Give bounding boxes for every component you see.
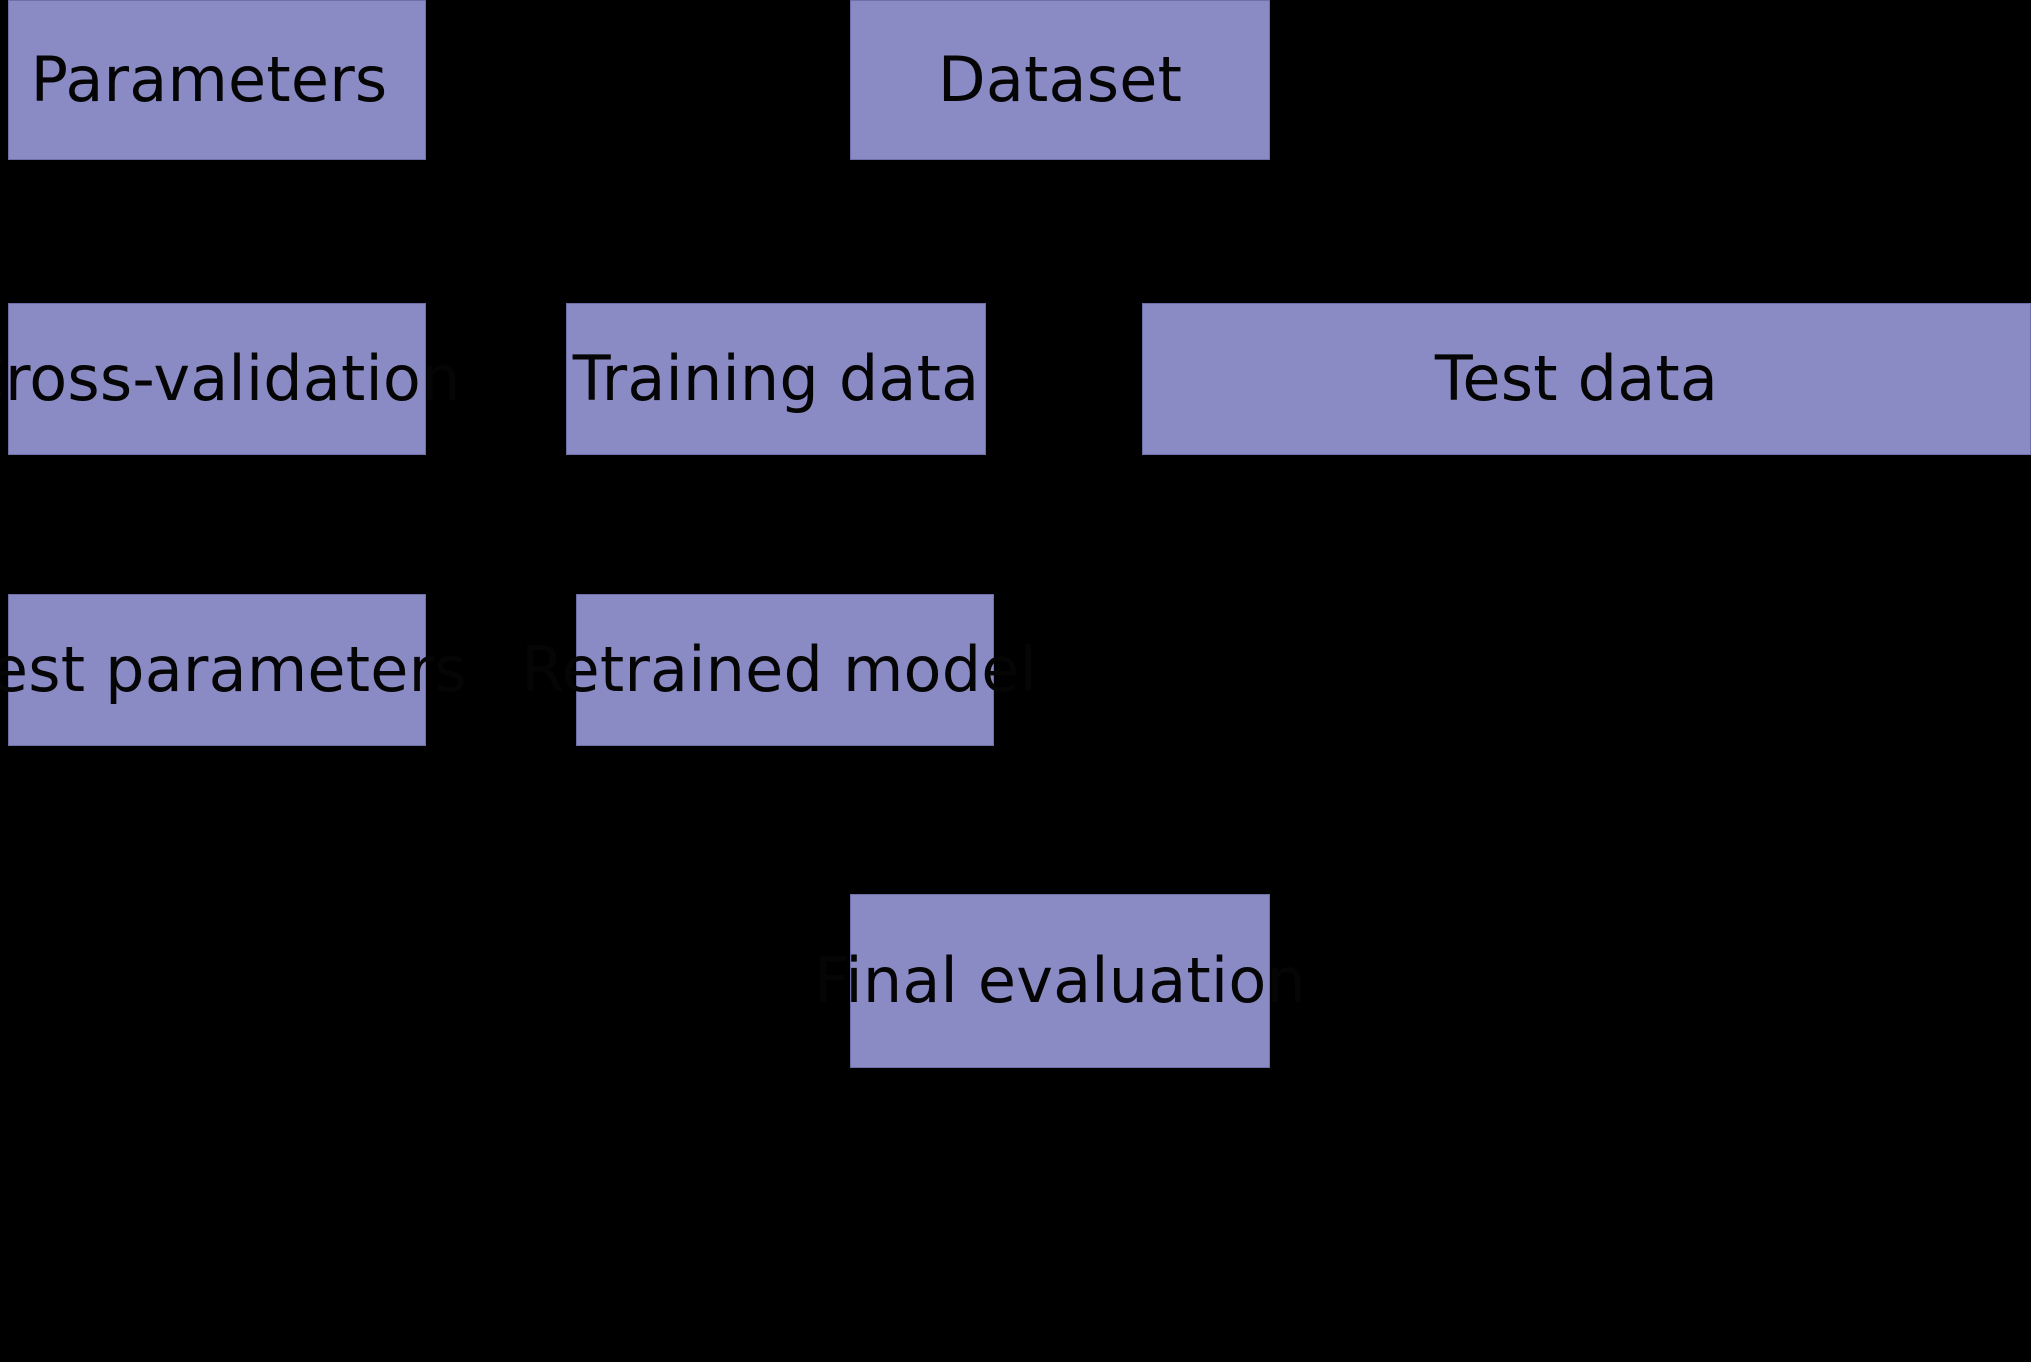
node-label: Final evaluation [814, 944, 1306, 1017]
node-parameters[interactable]: Parameters [8, 0, 426, 160]
node-label: Training data [572, 342, 980, 415]
node-label: Retrained model [521, 633, 1038, 706]
node-label: Cross-validation [0, 342, 461, 415]
node-label: Best parameters [0, 633, 467, 706]
node-final-evaluation[interactable]: Final evaluation [814, 894, 1306, 1068]
node-label: Dataset [937, 43, 1183, 116]
node-test-data[interactable]: Test data [1142, 303, 2031, 455]
node-retrained-model[interactable]: Retrained model [521, 594, 1037, 746]
node-label: Test data [1434, 342, 1719, 415]
node-dataset[interactable]: Dataset [850, 0, 1270, 160]
node-label: Parameters [30, 43, 388, 116]
node-best-parameters[interactable]: Best parameters [0, 594, 467, 746]
node-cross-validation[interactable]: Cross-validation [0, 303, 460, 455]
node-training-data[interactable]: Training data [566, 303, 986, 455]
